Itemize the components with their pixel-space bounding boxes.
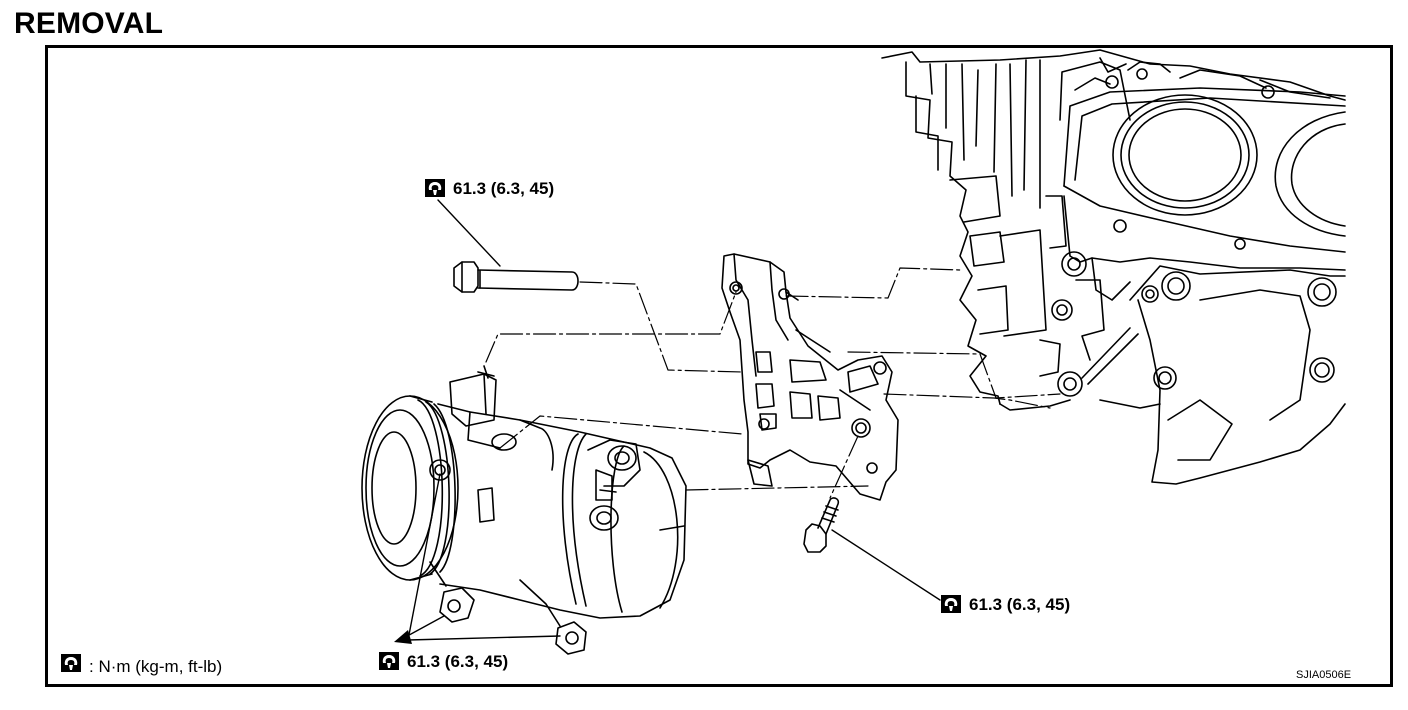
engine-block xyxy=(881,49,1346,485)
section-title: REMOVAL xyxy=(14,7,164,40)
compressor-bracket xyxy=(721,253,899,501)
diagram-frame xyxy=(45,45,1393,687)
torque-callout-compressor-bolts: 61.3 (6.3, 45) xyxy=(378,651,508,673)
torque-wrench-icon xyxy=(940,594,964,616)
figure-code: SJIA0506E xyxy=(1296,669,1352,681)
torque-callout-lower-bolt: 61.3 (6.3, 45) xyxy=(940,594,1070,616)
legend-text: : N·m (kg-m, ft-lb) xyxy=(89,656,223,676)
torque-value: 61.3 (6.3, 45) xyxy=(969,595,1071,614)
torque-units-legend: : N·m (kg-m, ft-lb) xyxy=(60,653,222,680)
leader-arrowhead xyxy=(394,630,412,644)
short-bolt xyxy=(803,497,840,553)
torque-wrench-icon xyxy=(60,653,84,680)
long-bolt xyxy=(453,261,579,293)
torque-wrench-icon xyxy=(378,651,402,673)
ac-compressor xyxy=(361,365,687,655)
torque-value: 61.3 (6.3, 45) xyxy=(407,652,509,671)
torque-callout-upper-bolt: 61.3 (6.3, 45) xyxy=(424,178,554,200)
torque-wrench-icon xyxy=(424,178,448,200)
assembly-guide-lines xyxy=(485,267,1061,499)
torque-value: 61.3 (6.3, 45) xyxy=(453,179,555,198)
